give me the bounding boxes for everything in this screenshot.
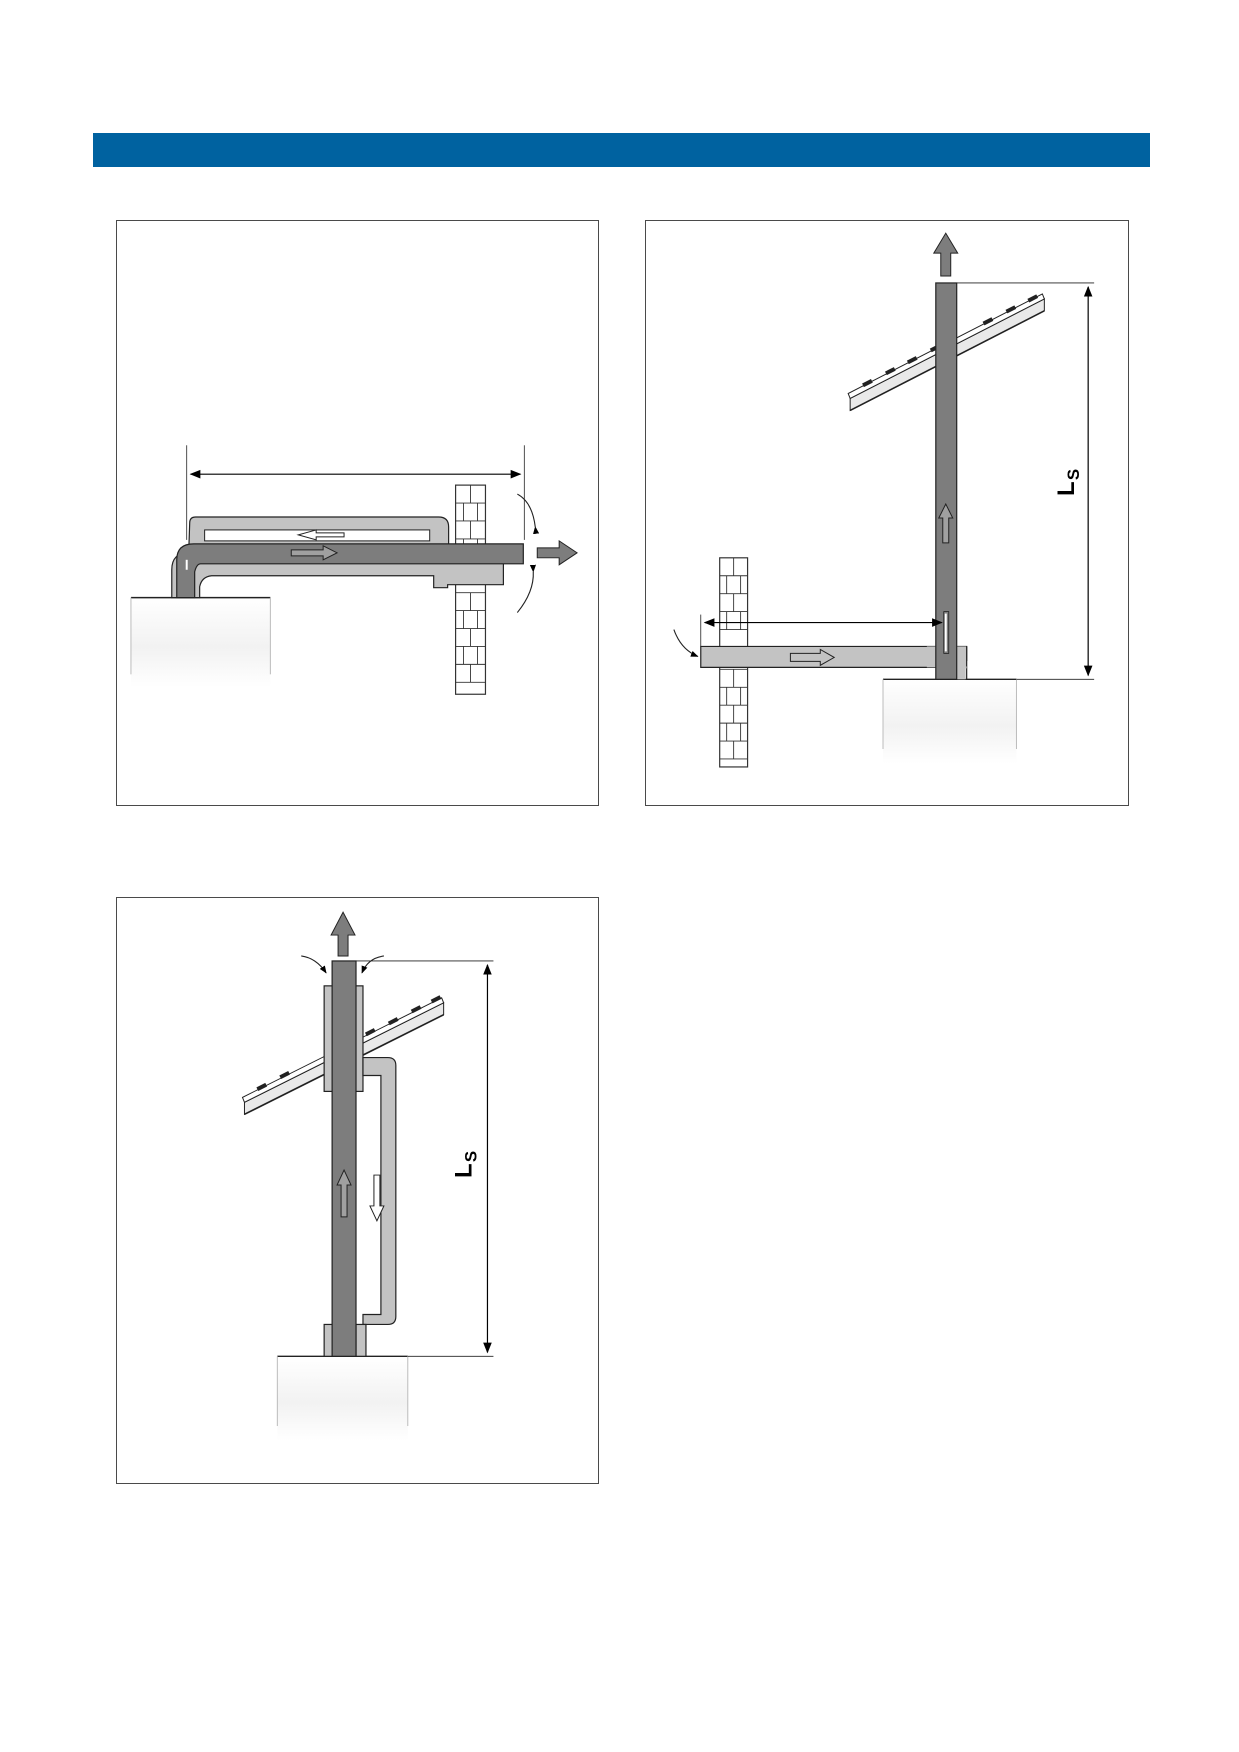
boiler: [276, 1355, 409, 1441]
dim-label-main: L: [1053, 481, 1080, 496]
intake-arrow-top: [517, 493, 540, 535]
boiler: [882, 678, 1017, 764]
horizontal-length-dimension: [700, 614, 943, 647]
air-flow-arrow: [789, 648, 836, 667]
exhaust-arrow: [330, 911, 356, 957]
vertical-length-dimension: [956, 282, 1095, 680]
flue-pipe: [176, 543, 524, 599]
dim-label-sub: S: [1064, 469, 1083, 480]
air-duct: [362, 1056, 397, 1326]
vertical-length-dimension: [356, 960, 494, 1357]
diagram-horizontal-concentric: [116, 220, 599, 806]
vertical-separate-svg: L S: [673, 232, 1095, 768]
boiler: [130, 596, 271, 688]
intake-arrow: [673, 629, 699, 657]
air-flow-arrow: [369, 1174, 385, 1223]
intake-arrow-right: [361, 955, 384, 974]
vertical-concentric-svg: L S: [241, 911, 494, 1441]
dim-label-main: L: [451, 1163, 478, 1178]
dim-label-sub: S: [462, 1151, 481, 1162]
brick-wall: [454, 484, 487, 695]
intake-arrow-bottom: [516, 564, 536, 613]
length-dimension: [186, 445, 525, 540]
exhaust-arrow: [932, 232, 959, 277]
horizontal-concentric-svg: [130, 445, 578, 695]
exhaust-arrow: [536, 539, 578, 566]
flue-flow-arrow: [937, 502, 954, 544]
flue-pipe: [935, 282, 958, 680]
flue-flow-arrow: [290, 545, 339, 561]
header-bar: [93, 133, 1150, 167]
diagram-vertical-concentric: L S: [116, 897, 599, 1484]
flue-flow-arrow: [336, 1168, 352, 1218]
flue-pipe: [331, 960, 357, 1357]
air-flow-arrow: [296, 529, 345, 541]
dimension-label-ls: L S: [451, 1151, 481, 1178]
diagram-vertical-separate: L S: [645, 220, 1129, 806]
intake-arrow-left: [301, 955, 327, 974]
dimension-label-ls: L S: [1053, 469, 1083, 496]
